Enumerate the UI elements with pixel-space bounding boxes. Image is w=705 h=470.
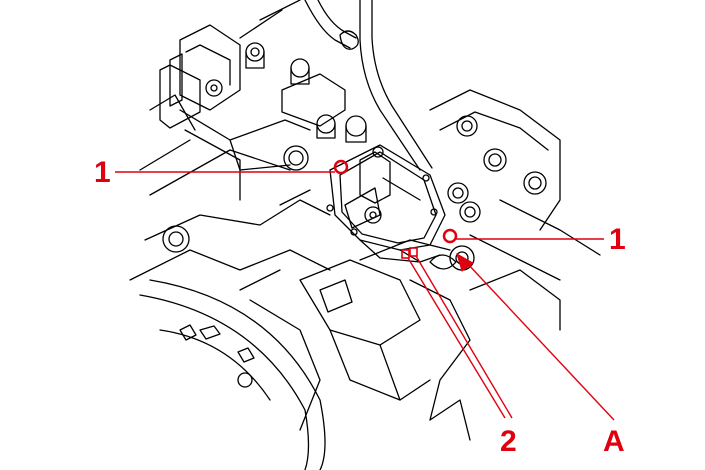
leader-connector-1 [407,257,506,419]
upper-bracket [179,24,241,111]
bolt-mid-2 [345,115,367,137]
flywheel-edge [149,279,326,470]
callout-label-connector: 2 [500,425,517,458]
transmission-linework [129,0,601,470]
bolt-left-marker [333,159,349,175]
pipe-long [359,0,421,171]
connector-outline [401,247,418,259]
leader-connector-2 [415,255,513,419]
bolt-upper-2 [290,58,310,78]
callout-label-bolt-right: 1 [609,223,626,256]
pipe-top [304,0,351,49]
leader-arrow-a [465,261,615,421]
arrow-a-icon [456,252,474,272]
callout-label-bolt-left: 1 [94,156,111,189]
bolt-upper-1 [245,42,265,62]
bolt-mid-1 [316,114,336,134]
callout-label-arrow-a: A [603,425,625,458]
bolt-right-marker [442,228,458,244]
